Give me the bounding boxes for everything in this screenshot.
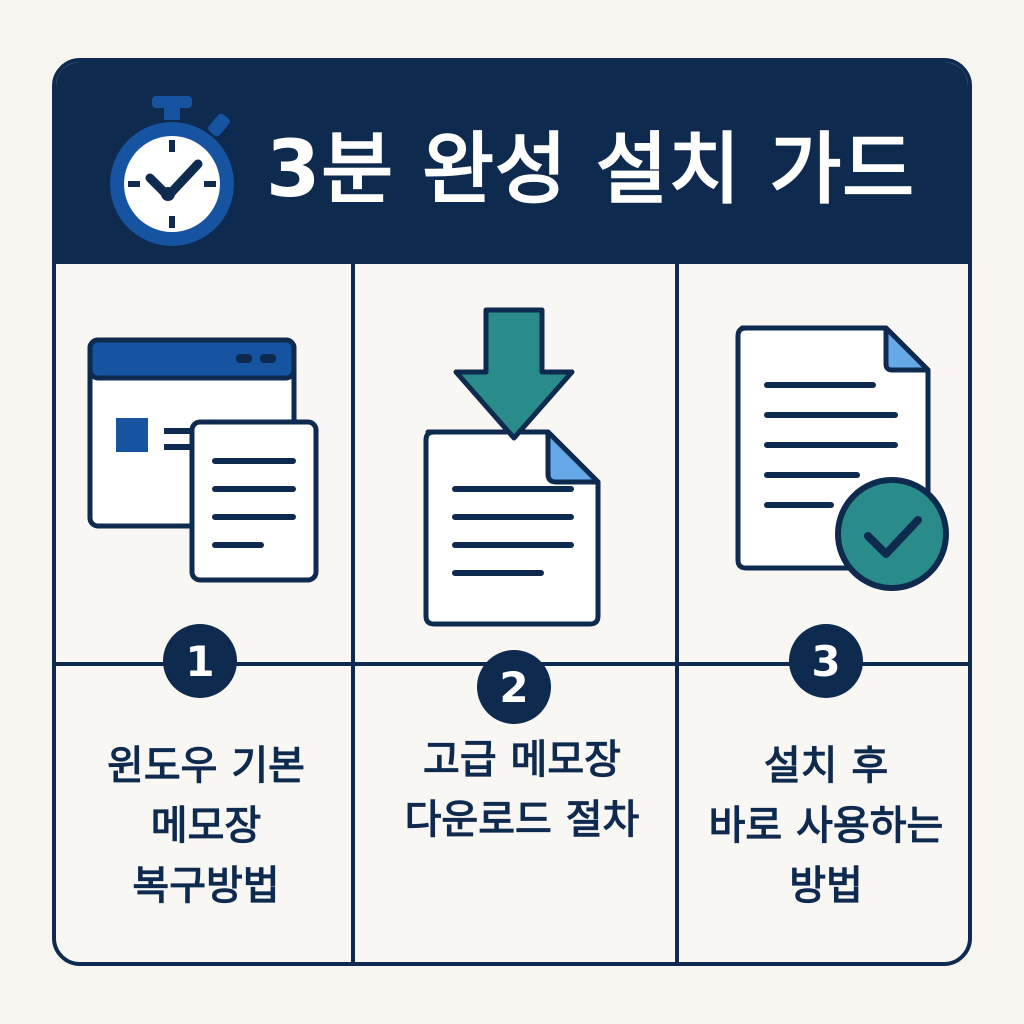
step-label-2: 고급 메모장 다운로드 절차 <box>366 730 678 850</box>
stopwatch-icon <box>110 96 234 246</box>
header-bar: 3분 완성 설치 가드 <box>56 62 968 264</box>
step-label-2-line-2: 다운로드 절차 <box>404 797 640 843</box>
column-divider-1 <box>351 264 355 962</box>
guide-card: 3분 완성 설치 가드 <box>52 58 972 966</box>
step-number-badge-1: 1 <box>163 624 237 698</box>
column-divider-2 <box>675 264 679 962</box>
page-title: 3분 완성 설치 가드 <box>266 125 916 215</box>
window-with-document-icon <box>87 337 319 583</box>
step-label-1-line-3: 복구방법 <box>132 863 280 909</box>
step-label-3-line-3: 방법 <box>789 863 863 909</box>
step-label-1-line-1: 윈도우 기본 <box>107 743 305 789</box>
download-document-icon <box>423 307 601 627</box>
step-label-2-line-1: 고급 메모장 <box>423 737 621 783</box>
document-check-icon <box>735 325 949 591</box>
step-label-3: 설치 후 바로 사용하는 방법 <box>678 736 968 916</box>
step-label-3-line-1: 설치 후 <box>763 743 889 789</box>
step-label-3-line-2: 바로 사용하는 <box>708 803 944 849</box>
step-label-1-line-2: 메모장 <box>150 803 262 849</box>
step-label-1: 윈도우 기본 메모장 복구방법 <box>56 736 356 916</box>
step-number-badge-2: 2 <box>477 650 551 724</box>
step-number-badge-3: 3 <box>789 624 863 698</box>
